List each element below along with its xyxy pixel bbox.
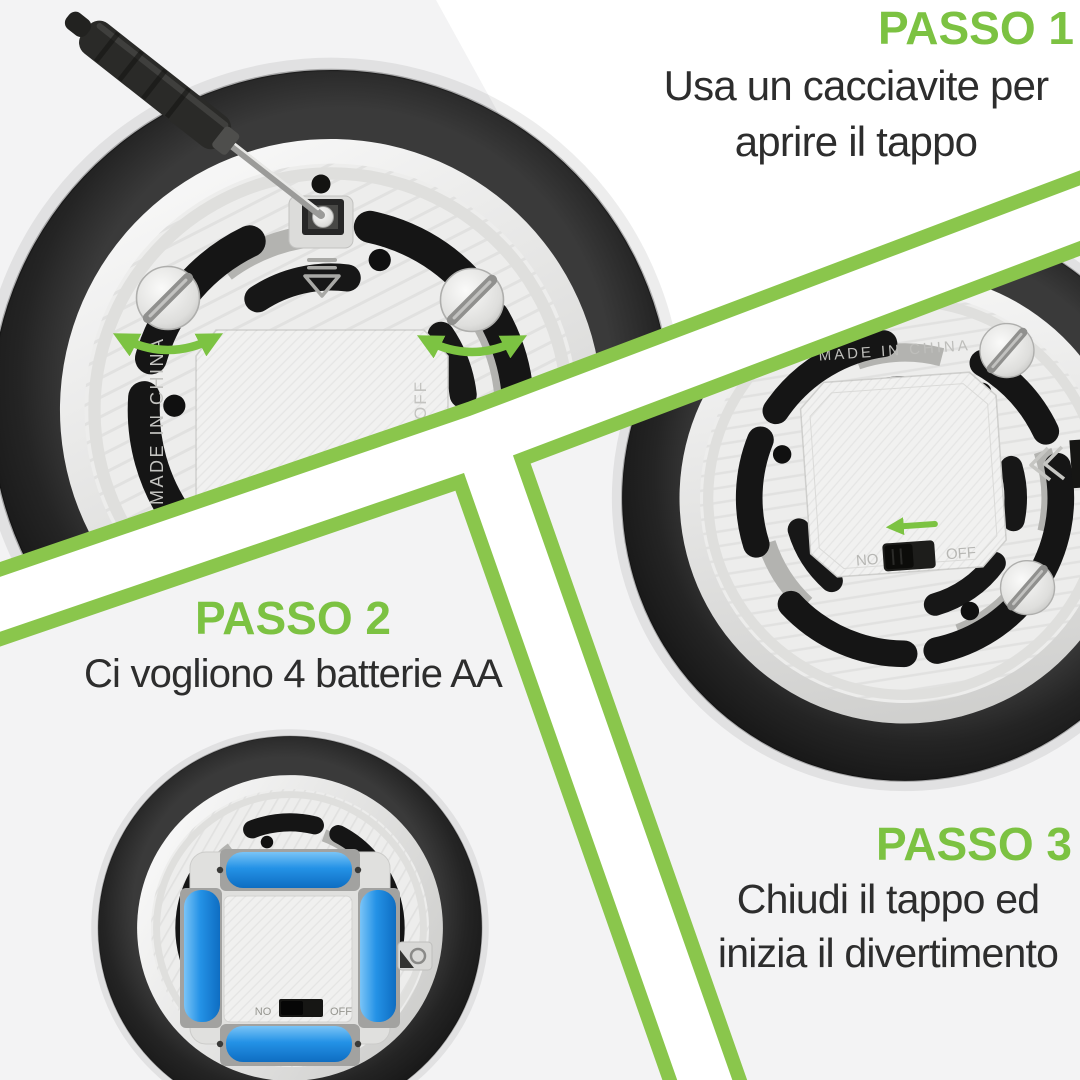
screw bbox=[416, 269, 528, 359]
switch-off-label: OFF bbox=[945, 544, 976, 563]
battery-compartment: NO OFF bbox=[180, 849, 433, 1066]
power-switch: NO OFF bbox=[855, 517, 977, 572]
screwdriver bbox=[64, 11, 325, 219]
open-direction-arrow bbox=[303, 274, 341, 298]
step1-block: PASSO 1 Usa un cacciavite per aprire il … bbox=[638, 2, 1074, 170]
photo-step2-batteries: NO OFF bbox=[47, 685, 534, 1080]
battery bbox=[226, 852, 352, 888]
divider-band bbox=[0, 170, 1080, 1080]
made-in-china-text: MADE IN CHINA bbox=[147, 336, 167, 505]
battery bbox=[226, 1026, 352, 1062]
step3-line2: inizia il divertimento bbox=[717, 930, 1059, 976]
step2-title: PASSO 2 bbox=[195, 592, 391, 644]
step1-line1: Usa un cacciavite per bbox=[663, 62, 1050, 109]
side-slot bbox=[1069, 438, 1080, 489]
screw bbox=[112, 267, 224, 357]
switch-direction-arrow bbox=[885, 517, 938, 536]
step3-line1: Chiudi il tappo ed bbox=[736, 876, 1040, 922]
battery bbox=[360, 890, 396, 1022]
rotate-arrow-icon bbox=[112, 333, 224, 357]
step3-block: PASSO 3 Chiudi il tappo ed inizia il div… bbox=[704, 818, 1072, 980]
battery-cover bbox=[799, 371, 1007, 578]
step2-block: PASSO 2 Ci vogliono 4 batterie AA bbox=[28, 592, 558, 702]
latch bbox=[397, 941, 433, 971]
divider-band-white bbox=[0, 185, 1080, 1080]
battery bbox=[184, 890, 220, 1022]
power-switch: NO OFF bbox=[255, 999, 352, 1018]
switch-off-label: OFF bbox=[330, 1006, 352, 1018]
switch-on-label: NO bbox=[255, 1006, 272, 1018]
slide-direction-triangles bbox=[1029, 445, 1066, 482]
step1-line2: aprire il tappo bbox=[734, 118, 978, 165]
off-label-vertical: OFF bbox=[411, 380, 430, 420]
step3-title: PASSO 3 bbox=[876, 818, 1072, 870]
step2-line1: Ci vogliono 4 batterie AA bbox=[83, 652, 503, 696]
rotate-arrow-icon bbox=[416, 335, 528, 359]
switch-on-label: NO bbox=[855, 551, 879, 570]
step1-title: PASSO 1 bbox=[878, 2, 1074, 54]
